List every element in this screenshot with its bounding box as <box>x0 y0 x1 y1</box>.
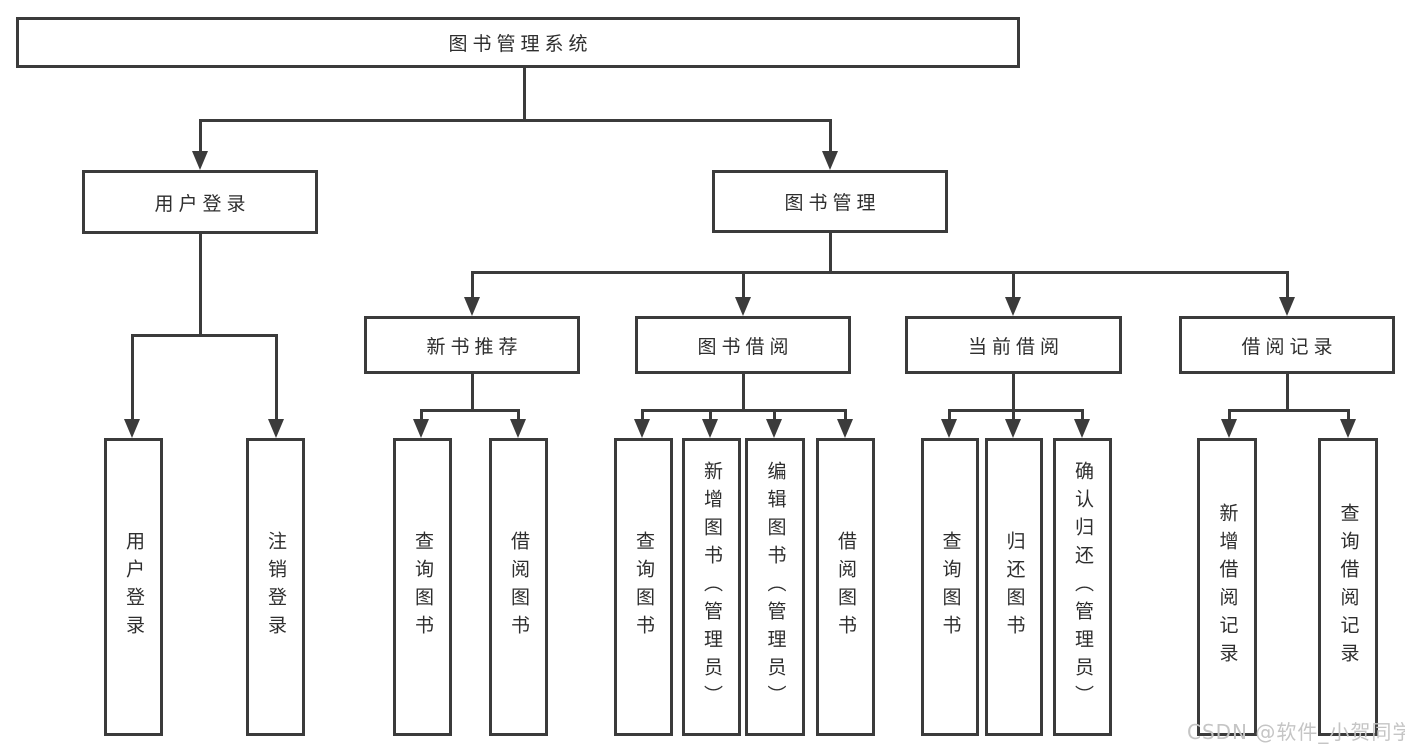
node-query-books-current: 查询图书 <box>921 438 979 736</box>
arrowhead-icon <box>464 297 480 316</box>
connector-line <box>948 409 951 423</box>
node-user-login-leaf: 用户登录 <box>104 438 163 736</box>
connector-line <box>742 271 745 299</box>
arrowhead-icon <box>1221 419 1237 438</box>
connector-line <box>1012 374 1015 412</box>
arrowhead-icon <box>702 419 718 438</box>
node-label: 归还图书 <box>1003 531 1026 643</box>
connector-line <box>709 409 712 423</box>
connector-line <box>1228 409 1350 412</box>
node-new-book-recommendation: 新书推荐 <box>364 316 580 374</box>
node-label: 当前借阅 <box>967 335 1064 358</box>
connector-line <box>275 334 278 421</box>
node-logout-leaf: 注销登录 <box>246 438 305 736</box>
node-book-borrowing: 图书借阅 <box>635 316 851 374</box>
arrowhead-icon <box>1005 419 1021 438</box>
connector-line <box>471 374 474 412</box>
arrowhead-icon <box>1074 419 1090 438</box>
arrowhead-icon <box>124 419 140 438</box>
node-label: 查询图书 <box>412 531 434 643</box>
node-label: 借阅图书 <box>835 531 857 643</box>
node-borrow-books-recommend: 借阅图书 <box>489 438 548 736</box>
connector-line <box>1012 409 1015 423</box>
connector-line <box>420 409 520 412</box>
connector-line <box>1286 271 1289 299</box>
arrowhead-icon <box>413 419 429 438</box>
node-book-management: 图书管理 <box>712 170 948 233</box>
node-label: 注销登录 <box>265 531 287 643</box>
arrowhead-icon <box>1340 419 1356 438</box>
node-return-books: 归还图书 <box>985 438 1043 736</box>
node-label: 查询借阅记录 <box>1337 503 1360 671</box>
node-label: 图书管理系统 <box>448 33 593 55</box>
connector-line <box>199 119 832 122</box>
connector-line <box>471 271 1289 274</box>
arrowhead-icon <box>1005 297 1021 316</box>
connector-line <box>523 68 526 121</box>
arrowhead-icon <box>735 297 751 316</box>
node-borrowing-records: 借阅记录 <box>1179 316 1395 374</box>
connector-line <box>131 334 134 421</box>
connector-line <box>948 409 1084 412</box>
connector-line <box>1286 374 1289 412</box>
arrowhead-icon <box>766 419 782 438</box>
node-label: 借阅记录 <box>1241 335 1338 358</box>
connector-line <box>517 409 520 423</box>
node-label: 确认归还（管理员） <box>1072 461 1094 713</box>
connector-line <box>420 409 423 423</box>
connector-line <box>829 119 832 153</box>
arrowhead-icon <box>837 419 853 438</box>
node-query-books-recommend: 查询图书 <box>393 438 452 736</box>
arrowhead-icon <box>822 151 838 170</box>
node-label: 新增借阅记录 <box>1216 503 1239 671</box>
connector-line <box>773 409 776 423</box>
connector-line <box>641 409 847 412</box>
connector-line <box>829 233 832 273</box>
node-add-books-admin: 新增图书（管理员） <box>682 438 741 736</box>
connector-line <box>742 374 745 412</box>
node-borrow-books: 借阅图书 <box>816 438 875 736</box>
arrowhead-icon <box>941 419 957 438</box>
node-library-management-system: 图书管理系统 <box>16 17 1020 68</box>
node-label: 查询图书 <box>633 531 655 643</box>
connector-line <box>1081 409 1084 423</box>
connector-line <box>844 409 847 423</box>
node-confirm-return-admin: 确认归还（管理员） <box>1053 438 1112 736</box>
csdn-watermark: CSDN @软件_小贺同学 <box>1187 720 1405 744</box>
node-label: 借阅图书 <box>508 531 530 643</box>
node-edit-books-admin: 编辑图书（管理员） <box>745 438 805 736</box>
node-label: 编辑图书（管理员） <box>764 461 787 713</box>
node-query-books-borrow: 查询图书 <box>614 438 673 736</box>
node-label: 图书管理 <box>784 192 881 214</box>
node-current-borrowing: 当前借阅 <box>905 316 1122 374</box>
node-label: 用户登录 <box>123 531 145 643</box>
node-label: 新增图书（管理员） <box>701 461 723 713</box>
connector-line <box>1012 271 1015 299</box>
node-add-borrow-record: 新增借阅记录 <box>1197 438 1257 736</box>
arrowhead-icon <box>268 419 284 438</box>
node-label: 查询图书 <box>939 531 962 643</box>
node-label: 图书借阅 <box>697 335 794 358</box>
node-user-login: 用户登录 <box>82 170 318 234</box>
arrowhead-icon <box>634 419 650 438</box>
arrowhead-icon <box>510 419 526 438</box>
node-query-borrow-record: 查询借阅记录 <box>1318 438 1378 736</box>
connector-line <box>131 334 278 337</box>
arrowhead-icon <box>1279 297 1295 316</box>
node-label: 新书推荐 <box>426 335 523 358</box>
node-label: 用户登录 <box>154 192 251 215</box>
connector-line <box>199 119 202 153</box>
connector-line <box>1347 409 1350 423</box>
connector-line <box>471 271 474 299</box>
connector-line <box>1228 409 1231 423</box>
connector-line <box>199 234 202 336</box>
connector-line <box>641 409 644 423</box>
arrowhead-icon <box>192 151 208 170</box>
